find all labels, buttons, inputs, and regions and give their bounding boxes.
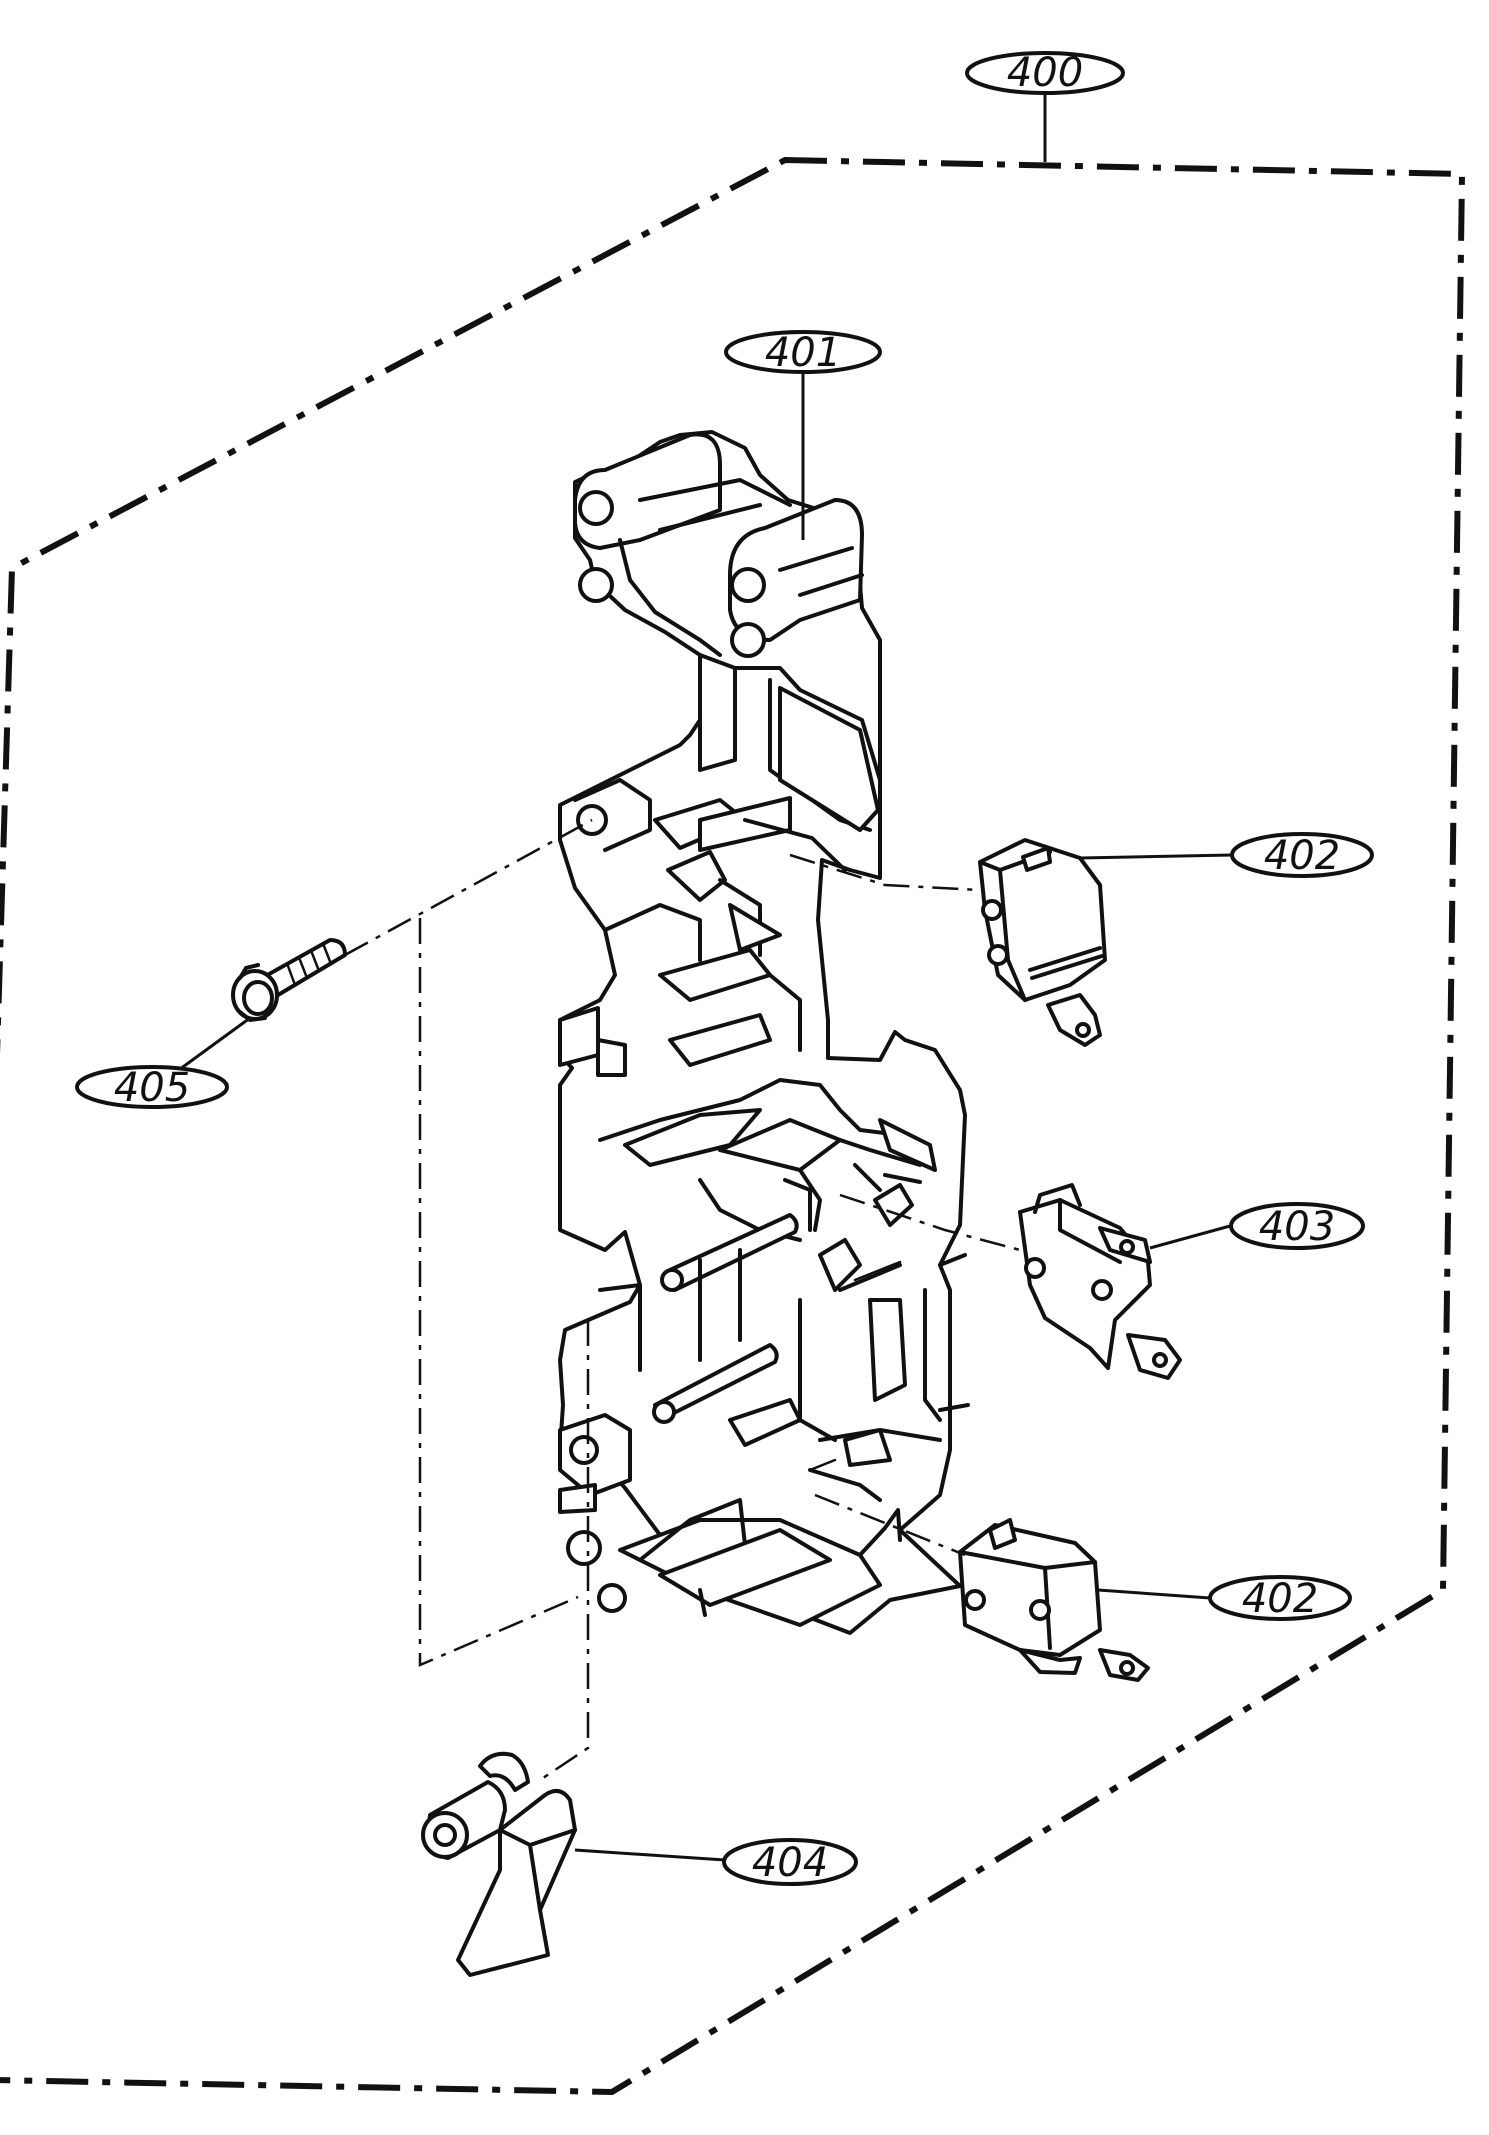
callout-label-405: 405 — [114, 1065, 190, 1111]
callout-label-400: 400 — [1007, 50, 1083, 96]
assembly-boundary — [0, 156, 1466, 2096]
micro-switch-middle — [1018, 1183, 1182, 1380]
callout-403: 403 — [1229, 1202, 1365, 1250]
callout-404: 404 — [722, 1838, 858, 1886]
callout-400: 400 — [965, 50, 1125, 96]
callout-label-403: 403 — [1259, 1204, 1335, 1250]
callout-401: 401 — [724, 330, 882, 376]
callout-label-404: 404 — [752, 1840, 828, 1886]
screw — [231, 938, 347, 1022]
callout-405: 405 — [75, 1065, 229, 1111]
callout-402-lower: 402 — [1208, 1575, 1352, 1622]
micro-switch-upper — [978, 838, 1107, 1047]
callout-402-upper: 402 — [1230, 832, 1374, 879]
callout-label-401: 401 — [765, 330, 841, 376]
callout-label-402-lower: 402 — [1242, 1576, 1318, 1622]
callout-label-402-upper: 402 — [1264, 833, 1340, 879]
leader-lines — [164, 94, 1233, 1862]
lever — [421, 1751, 577, 1977]
projection-lines — [344, 818, 1021, 1782]
micro-switch-lower — [958, 1518, 1150, 1682]
latch-board-frame — [558, 430, 970, 1635]
